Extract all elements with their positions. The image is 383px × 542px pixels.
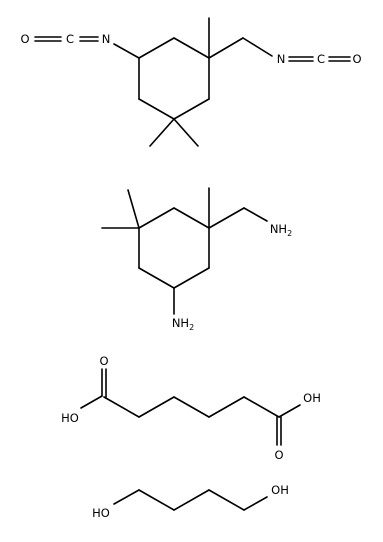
molecule-butanediol: HO OH [92, 483, 289, 520]
atom-ho-left: HO [61, 411, 79, 425]
atom-n-left: N [102, 32, 111, 46]
atom-nh2-bottom: NH2 [172, 316, 194, 332]
atom-o-right: O [352, 52, 361, 66]
molecule-isophorone-diamine: NH2 NH2 [101, 187, 292, 332]
atom-c-left: C [66, 32, 74, 46]
atom-c-right: C [317, 52, 325, 66]
atom-o-carbonyl-right: O [274, 448, 283, 462]
atom-oh-right: OH [303, 391, 321, 405]
atom-n-right: N [277, 52, 286, 66]
atom-o-left: O [20, 32, 29, 46]
atom-oh-right: OH [271, 483, 289, 497]
atom-o-carbonyl-left: O [99, 354, 108, 368]
molecule-isophorone-diisocyanate: N C O N C O [20, 17, 362, 147]
atom-nh2-right: NH2 [270, 222, 292, 238]
molecule-adipic-acid: HO O OH O [61, 354, 321, 462]
atom-ho-left: HO [92, 506, 110, 520]
